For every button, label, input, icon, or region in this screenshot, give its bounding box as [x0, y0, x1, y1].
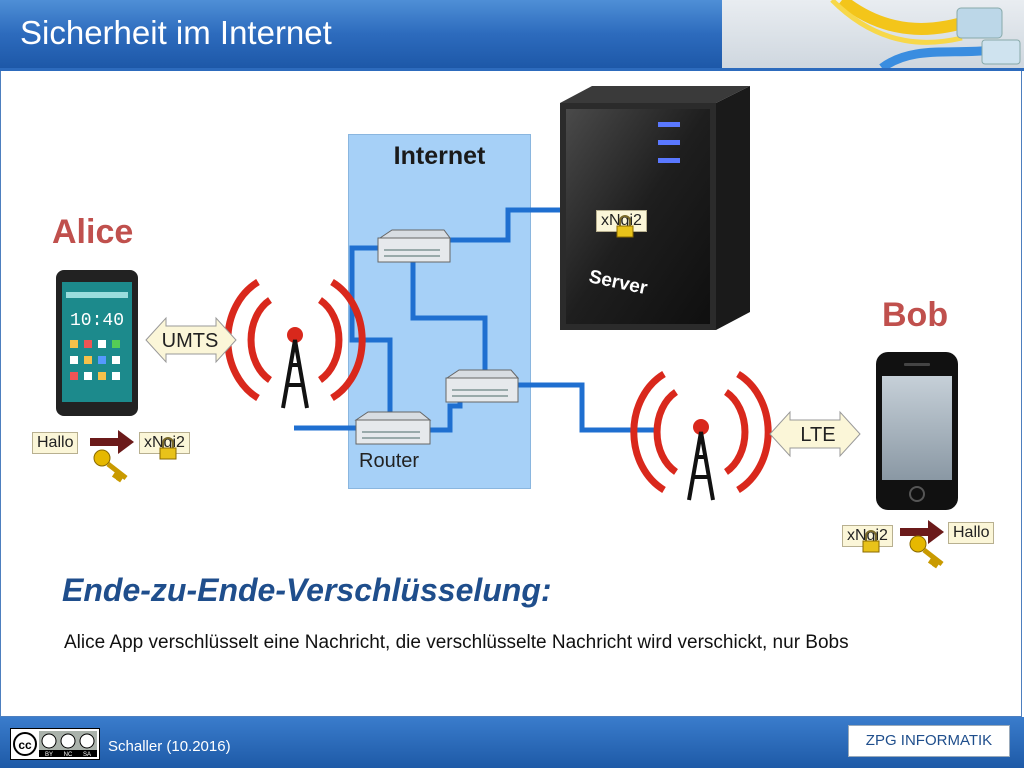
key-icon	[93, 449, 128, 483]
cc-license-icon: cc BY NC SA	[11, 729, 99, 759]
header-divider	[0, 68, 1024, 71]
umts-link-arrow	[145, 316, 237, 364]
bob-plaintext: Hallo	[948, 522, 995, 544]
phone-clock: 10:40	[70, 311, 124, 331]
server-icon	[560, 86, 750, 330]
lte-link-arrow	[769, 410, 861, 458]
link-router1-server	[448, 207, 562, 243]
umts-label: UMTS	[161, 330, 219, 352]
section-description: Alice App verschlüsselt eine Nachricht, …	[64, 632, 849, 653]
cell-tower-icon	[630, 370, 772, 501]
link-router1-router2	[410, 260, 488, 375]
svg-text:cc: cc	[18, 738, 32, 752]
link-router2-router3	[430, 398, 463, 433]
brand-label: ZPG INFORMATIK	[865, 732, 993, 749]
link-router1-router3	[349, 245, 393, 420]
section-heading: Ende-zu-Ende-Verschlüsselung:	[62, 572, 552, 608]
ciphertext: xNgi2	[144, 434, 185, 451]
alice-ciphertext: xNgi2	[139, 432, 190, 454]
page-title: Sicherheit im Internet	[20, 14, 332, 51]
network-links	[294, 207, 660, 433]
server-ciphertext: xNgi2	[596, 210, 647, 232]
bob-ciphertext: xNgi2	[842, 525, 893, 547]
license-tag: BY	[45, 752, 53, 758]
encrypt-arrow	[90, 430, 134, 454]
bob-label: Bob	[882, 296, 949, 334]
router-label: Router	[359, 450, 420, 472]
ciphertext: xNgi2	[601, 212, 642, 229]
decrypt-arrow	[900, 520, 944, 544]
license-tag: SA	[83, 752, 91, 758]
internet-label: Internet	[393, 142, 486, 170]
ciphertext: xNgi2	[847, 527, 888, 544]
network-cable-icon	[830, 0, 1021, 68]
key-icon	[909, 535, 944, 569]
router-icon	[445, 369, 520, 403]
author-credit: Schaller (10.2016)	[108, 738, 231, 755]
network-cable-image	[722, 0, 1024, 68]
padlock-icon	[159, 437, 177, 460]
padlock-icon	[862, 530, 880, 553]
alice-label: Alice	[52, 213, 134, 251]
router-icon	[354, 411, 432, 445]
router-icon	[377, 229, 451, 263]
plaintext: Hallo	[37, 434, 74, 451]
slide-content	[0, 71, 1022, 717]
alice-plaintext: Hallo	[32, 432, 79, 454]
license-tag: NC	[64, 752, 73, 758]
android-phone-icon	[56, 270, 138, 416]
plaintext: Hallo	[953, 524, 990, 541]
creative-commons-badge: cc BY NC SA	[10, 728, 100, 760]
iphone-icon	[876, 352, 958, 510]
padlock-icon	[616, 215, 634, 238]
brand-badge	[848, 725, 1010, 757]
link-router2-antenna	[518, 382, 660, 433]
lte-label: LTE	[800, 424, 836, 446]
